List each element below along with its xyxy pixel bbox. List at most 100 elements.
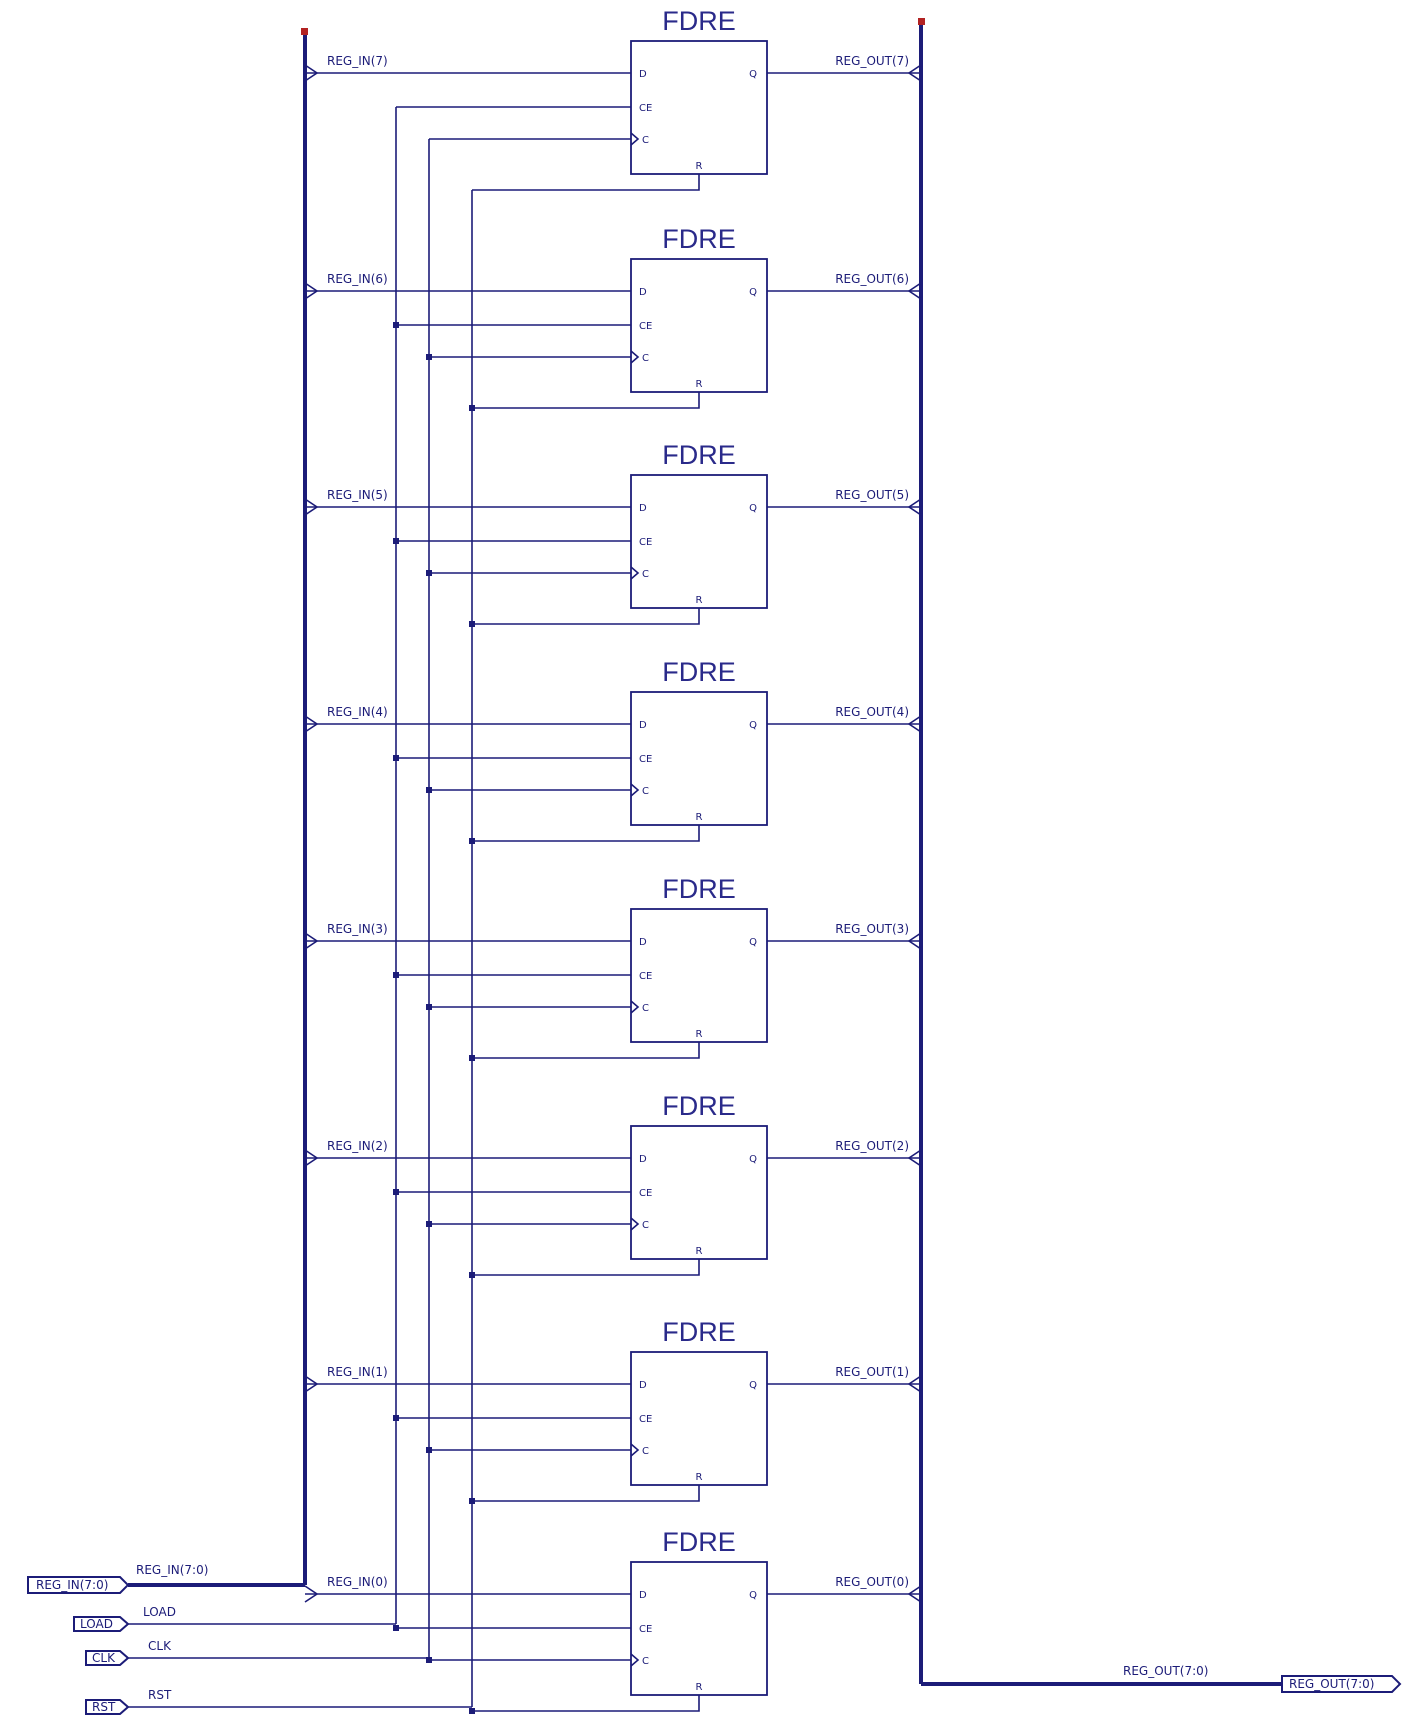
clock-triangle-icon (630, 1217, 640, 1231)
fdre-body[interactable] (630, 908, 768, 1043)
reg-out-bit-label: REG_OUT(2) (835, 1139, 909, 1153)
reg-in-bit-label: REG_IN(1) (327, 1365, 388, 1379)
clk-port[interactable] (85, 1650, 130, 1666)
rst-junction (469, 1708, 475, 1714)
pin-r-label: R (696, 812, 703, 823)
reg-out-bit-label: REG_OUT(7) (835, 54, 909, 68)
load-junction (393, 322, 399, 328)
bus-entry-in (304, 282, 319, 300)
clk-port-label: CLK (92, 1651, 116, 1665)
reset-input-wire (472, 1695, 700, 1712)
reset-input-wire (472, 392, 700, 409)
pin-ce-label: CE (639, 754, 652, 765)
reg-out-bus-endpoint (918, 18, 925, 25)
fdre-body[interactable] (630, 40, 768, 175)
pin-q-label: Q (749, 1154, 757, 1165)
reset-input-wire (472, 1485, 700, 1502)
load-port-label: LOAD (80, 1617, 113, 1631)
clk-junction (426, 354, 432, 360)
bus-entry-in (304, 1375, 319, 1393)
pin-c-label: C (642, 353, 649, 364)
fdre-cell-title: FDRE (662, 224, 736, 254)
fdre-cell-title: FDRE (662, 874, 736, 904)
clock-triangle-icon (630, 566, 640, 580)
fdre-body[interactable] (630, 1561, 768, 1696)
bus-entry-in (304, 498, 319, 516)
load-junction (393, 972, 399, 978)
clk-net-label: CLK (148, 1639, 172, 1653)
fdre-cell-title: FDRE (662, 657, 736, 687)
pin-ce-label: CE (639, 321, 652, 332)
reg-out-bit-label: REG_OUT(1) (835, 1365, 909, 1379)
reg-out-port-label: REG_OUT(7:0) (1289, 1677, 1374, 1691)
clock-triangle-icon (630, 132, 640, 146)
load-port[interactable] (73, 1616, 130, 1632)
load-net-label: LOAD (143, 1605, 176, 1619)
rst-junction (469, 405, 475, 411)
pin-ce-label: CE (639, 1624, 652, 1635)
reset-input-wire (472, 1259, 700, 1276)
clk-junction (426, 1004, 432, 1010)
rst-junction (469, 838, 475, 844)
reg-out-bit-label: REG_OUT(0) (835, 1575, 909, 1589)
fdre-body[interactable] (630, 258, 768, 393)
pin-d-label: D (639, 503, 647, 514)
fdre-body[interactable] (630, 1125, 768, 1260)
bus-entry-in (304, 1149, 319, 1167)
rst-net-label: RST (148, 1688, 172, 1702)
reg-out-bit-label: REG_OUT(3) (835, 922, 909, 936)
pin-d-label: D (639, 937, 647, 948)
rst-port[interactable] (85, 1699, 130, 1715)
pin-q-label: Q (749, 1590, 757, 1601)
bus-entry-in (304, 64, 319, 82)
pin-c-label: C (642, 569, 649, 580)
fdre-cell-title: FDRE (662, 1527, 736, 1557)
clk-junction (426, 570, 432, 576)
fdre-cell-title: FDRE (662, 6, 736, 36)
reset-input-wire (472, 608, 700, 625)
pin-r-label: R (696, 161, 703, 172)
reg-in-port[interactable] (27, 1576, 130, 1594)
pin-ce-label: CE (639, 537, 652, 548)
clock-triangle-icon (630, 1653, 640, 1667)
clk-junction (426, 1657, 432, 1663)
reg-in-bit-label: REG_IN(4) (327, 705, 388, 719)
bus-entry-in (304, 932, 319, 950)
reg-out-bit-label: REG_OUT(5) (835, 488, 909, 502)
load-junction (393, 538, 399, 544)
reg-in-bus-endpoint (301, 28, 308, 35)
clock-triangle-icon (630, 1443, 640, 1457)
reg-in-bit-label: REG_IN(7) (327, 54, 388, 68)
clk-junction (426, 1221, 432, 1227)
bus-entry-out (907, 932, 922, 950)
reg-in-bit-label: REG_IN(6) (327, 272, 388, 286)
bus-entry-out (907, 498, 922, 516)
pin-c-label: C (642, 135, 649, 146)
fdre-body[interactable] (630, 474, 768, 609)
reg-out-port[interactable] (1281, 1675, 1402, 1693)
fdre-cell-title: FDRE (662, 1317, 736, 1347)
pin-d-label: D (639, 1154, 647, 1165)
bus-entry-out (907, 1149, 922, 1167)
pin-q-label: Q (749, 503, 757, 514)
bus-entry-out (907, 715, 922, 733)
reg-in-bit-label: REG_IN(3) (327, 922, 388, 936)
pin-r-label: R (696, 1029, 703, 1040)
rst-port-label: RST (92, 1700, 116, 1714)
fdre-body[interactable] (630, 691, 768, 826)
bus-entry-out (907, 282, 922, 300)
fdre-body[interactable] (630, 1351, 768, 1486)
pin-d-label: D (639, 720, 647, 731)
reg-in-port-label: REG_IN(7:0) (36, 1578, 108, 1592)
pin-ce-label: CE (639, 971, 652, 982)
clock-triangle-icon (630, 350, 640, 364)
bus-entry-out (907, 64, 922, 82)
